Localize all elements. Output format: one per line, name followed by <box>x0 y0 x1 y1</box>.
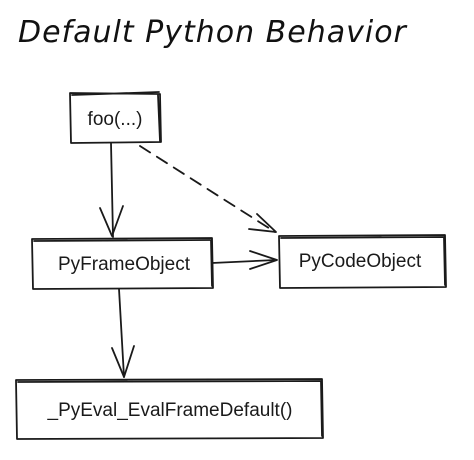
node-foo-border <box>69 91 162 144</box>
edge-frame-to-code <box>211 250 278 270</box>
node-eval: _PyEval_EvalFrameDefault() <box>15 378 324 440</box>
node-frame: PyFrameObject <box>31 237 214 290</box>
diagram-title: Default Python Behavior <box>18 15 408 50</box>
edge-foo-to-code <box>139 145 277 233</box>
node-frame-label: PyFrameObject <box>58 254 191 275</box>
node-eval-border <box>15 378 324 440</box>
node-code-border <box>278 234 447 289</box>
node-eval-label: _PyEval_EvalFrameDefault() <box>47 400 293 421</box>
edge-foo-to-frame <box>99 142 124 238</box>
node-foo: foo(...) <box>69 91 162 144</box>
node-foo-label: foo(...) <box>88 109 143 130</box>
edge-frame-to-eval <box>111 288 135 378</box>
node-code: PyCodeObject <box>278 234 447 289</box>
node-code-label: PyCodeObject <box>299 251 422 272</box>
